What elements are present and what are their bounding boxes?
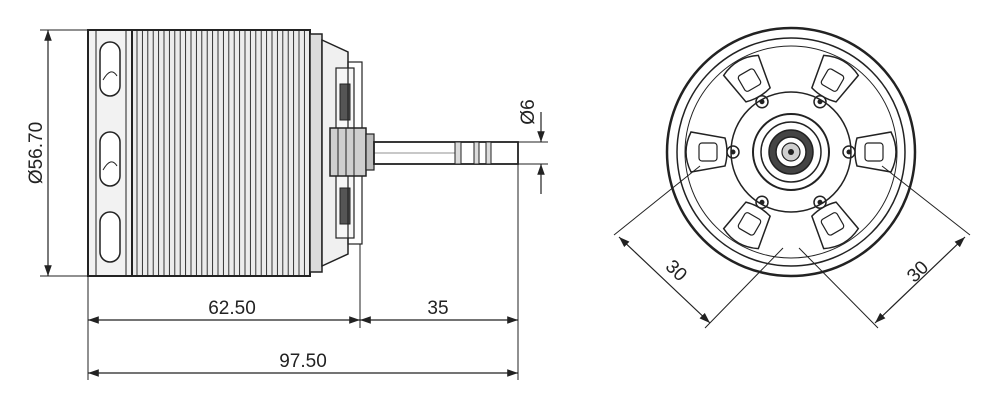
side-view: Ø56.70 Ø6 62.50 35 97.50: [26, 29, 548, 380]
shaft-length-dimension: 35: [360, 298, 518, 324]
vent-opening: [811, 54, 860, 103]
shaft-length-label: 35: [427, 298, 448, 319]
diameter-label: Ø56.70: [26, 122, 47, 184]
diameter-dimension: Ø56.70: [26, 29, 52, 276]
front-view: 30 30: [613, 26, 971, 329]
body-length-label: 62.50: [208, 298, 256, 319]
rear-end-cap: [87, 29, 133, 277]
total-length-label: 97.50: [279, 351, 327, 372]
mounting-holes: [726, 95, 856, 209]
vent-openings: [685, 54, 897, 250]
vent-opening: [811, 201, 860, 250]
shaft-diameter-label: Ø6: [518, 99, 539, 124]
body-length-dimension: 62.50: [88, 298, 360, 324]
shaft: [373, 141, 519, 165]
center-hub: [730, 91, 852, 213]
shaft-diameter-dimension: Ø6: [518, 99, 545, 194]
right-spacing-label: 30: [903, 257, 933, 287]
vent-opening: [722, 201, 771, 250]
finned-can: [131, 29, 311, 277]
vent-opening: [854, 131, 897, 173]
total-length-dimension: 97.50: [88, 351, 518, 377]
front-end-bell: [309, 33, 375, 273]
vent-opening: [685, 131, 728, 173]
vent-opening: [722, 54, 771, 103]
